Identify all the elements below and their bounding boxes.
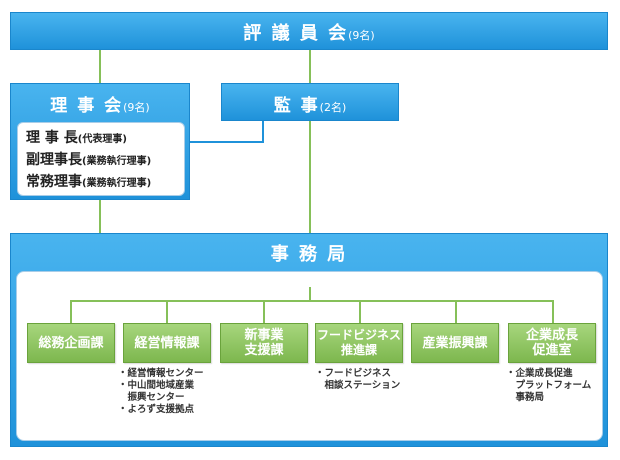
auditors-secretariat-connector (309, 120, 311, 233)
officer-role: 常務理事 (26, 174, 82, 190)
officers-panel: 理 事 長(代表理事) 副理事長(業務執行理事) 常務理事(業務執行理事) (17, 122, 185, 196)
auditors-box: 監 事(2名) (221, 83, 399, 121)
dept-food-business: フードビジネス 推進課 (315, 323, 403, 363)
dept-food-business-notes: ・フードビジネス 相談ステーション (315, 368, 401, 391)
council-title: 評 議 員 会 (243, 23, 349, 44)
dept-corporate-growth-notes: ・企業成長促進 プラットフォーム 事務局 (506, 368, 592, 403)
board-count: (9名) (123, 101, 150, 114)
tree-branch-line (552, 300, 554, 323)
board-title: 理 事 会 (50, 96, 124, 116)
board-box: 理 事 会(9名) 理 事 長(代表理事) 副理事長(業務執行理事) 常務理事(… (10, 83, 190, 200)
tree-horizontal-line (70, 300, 554, 302)
dept-management-info: 経営情報課 (123, 323, 211, 363)
tree-branch-line (455, 300, 457, 323)
council-board-connector (99, 50, 101, 83)
tree-root-line (309, 287, 311, 301)
auditors-count: (2名) (319, 101, 347, 114)
tree-branch-line (166, 300, 168, 323)
officer-chairman: 理 事 長(代表理事) (26, 127, 127, 147)
officer-executive-director: 常務理事(業務執行理事) (26, 171, 151, 191)
council-count: (9名) (348, 29, 375, 42)
council-box: 評 議 員 会(9名) (10, 12, 608, 50)
officer-role: 理 事 長 (26, 130, 78, 146)
tree-branch-line (263, 300, 265, 323)
officer-role: 副理事長 (26, 152, 82, 168)
tree-branch-line (359, 300, 361, 323)
officer-note: (業務執行理事) (82, 178, 152, 189)
auditor-link-horizontal (188, 141, 264, 143)
dept-industry-promotion: 産業振興課 (411, 323, 499, 363)
auditors-title: 監 事 (273, 96, 320, 116)
officer-note: (代表理事) (77, 134, 127, 145)
board-secretariat-connector (99, 200, 101, 233)
council-auditors-connector (309, 50, 311, 83)
dept-management-info-notes: ・経営情報センター ・中山間地域産業 振興センター ・よろず支援拠点 (118, 368, 204, 415)
dept-new-business: 新事業 支援課 (220, 323, 308, 363)
officer-vice-chairman: 副理事長(業務執行理事) (26, 149, 151, 169)
tree-branch-line (70, 300, 72, 323)
auditor-link-vertical (262, 120, 264, 143)
officer-note: (業務執行理事) (82, 156, 152, 167)
dept-corporate-growth: 企業成長 促進室 (508, 323, 596, 363)
dept-general-affairs: 総務企画課 (27, 323, 115, 363)
secretariat-title: 事 務 局 (270, 244, 348, 265)
